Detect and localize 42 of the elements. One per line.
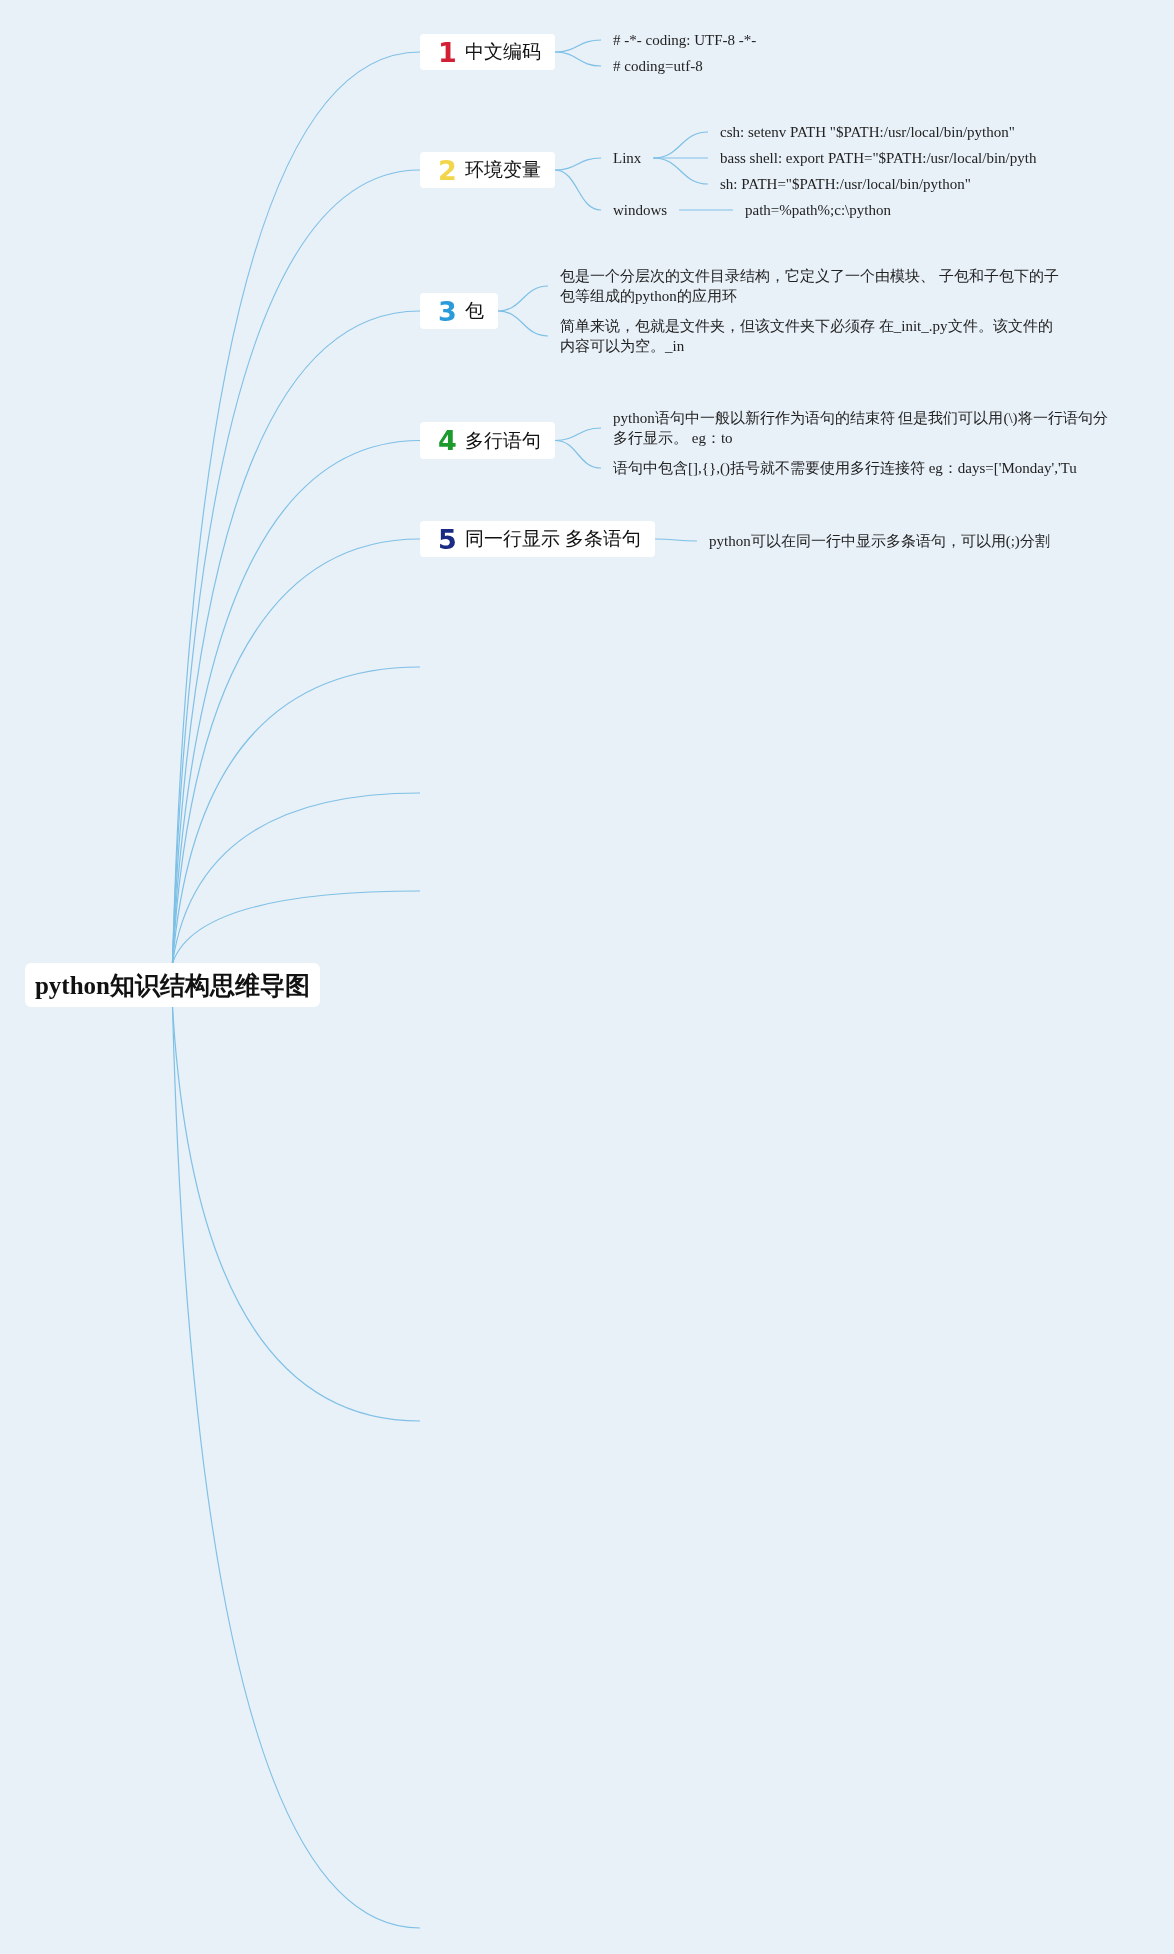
topic-box xyxy=(420,422,555,459)
connector-line xyxy=(554,157,602,171)
connector-line xyxy=(654,538,698,542)
topic-label: 多行语句 xyxy=(464,428,541,453)
connector-line xyxy=(652,157,709,185)
connector-line xyxy=(554,439,602,469)
topic-number: 5 xyxy=(438,525,457,553)
topic-label: 中文编码 xyxy=(464,40,541,64)
topic-box xyxy=(420,34,555,70)
connector-line xyxy=(171,1006,421,1929)
connector-line xyxy=(171,792,421,964)
branch-text: # -*- coding: UTF-8 -*- xyxy=(613,30,757,50)
connector-line xyxy=(497,310,549,337)
topic-number: 2 xyxy=(438,156,457,184)
branch-text: bass shell: export PATH="$PATH:/usr/local/bin/pyth xyxy=(720,148,1037,168)
branch-text: csh: setenv PATH "$PATH:/usr/local/bin/python" xyxy=(720,122,1015,142)
topic-label: 同一行显示 多条语句 xyxy=(464,527,642,551)
topic-box xyxy=(420,152,555,188)
connector-line xyxy=(554,169,602,211)
topic-number: 4 xyxy=(438,427,457,454)
topic-number: 1 xyxy=(438,38,457,66)
branch-text: path=%path%;c:\python xyxy=(745,200,891,220)
branch-text: python可以在同一行中显示多条语句，可以用(;)分割 xyxy=(709,531,1050,551)
branch-text: 简单来说，包就是文件夹，但该文件夹下必须存 在_init_.py文件。该文件的内容可以为空。_in xyxy=(560,316,1060,356)
branch-text: sh: PATH="$PATH:/usr/local/bin/python" xyxy=(720,174,971,194)
connector-line xyxy=(171,890,421,964)
connector-line xyxy=(554,51,602,67)
topic-box xyxy=(420,521,656,557)
branch-text: windows xyxy=(613,200,668,220)
connector-line xyxy=(554,39,602,53)
branch-text: 包是一个分层次的文件目录结构，它定义了一个由模块、 子包和子包下的子包等组成的python的应用环 xyxy=(560,266,1060,306)
branch-text: python语句中一般以新行作为语句的结束符 但是我们可以用(\)将一行语句分多行显示。 eg：to xyxy=(613,408,1113,448)
branch-text: 语句中包含[],{},()括号就不需要使用多行连接符 eg：days=['Monday','Tu xyxy=(613,458,1077,478)
connector-line xyxy=(497,285,549,312)
connector-line xyxy=(678,209,734,211)
topic-label: 包 xyxy=(464,299,484,323)
central-topic-box: python知识结构思维导图 xyxy=(25,963,320,1007)
topic-label: 环境变量 xyxy=(464,158,541,182)
topic-box xyxy=(420,293,498,329)
topic-number: 3 xyxy=(438,297,457,325)
branch-text: # coding=utf-8 xyxy=(613,56,703,76)
branch-text: Linx xyxy=(613,148,642,168)
